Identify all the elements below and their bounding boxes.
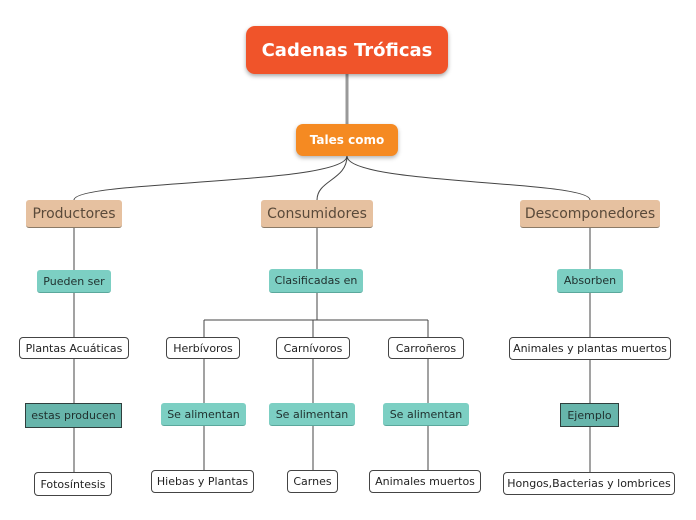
carnivoros-link[interactable]: Se alimentan [269, 403, 355, 426]
tales-como-node[interactable]: Tales como [296, 124, 398, 156]
carnivoros-node[interactable]: Carnívoros [276, 337, 350, 359]
consumidores-node[interactable]: Consumidores [261, 200, 373, 228]
pueden-ser-link[interactable]: Pueden ser [37, 270, 111, 293]
plantas-acuaticas-node[interactable]: Plantas Acuáticas [19, 337, 129, 359]
productores-node[interactable]: Productores [26, 200, 122, 228]
absorben-link[interactable]: Absorben [557, 269, 623, 293]
ejemplo-link[interactable]: Ejemplo [560, 403, 619, 427]
herbivoros-node[interactable]: Herbívoros [166, 337, 240, 359]
herbivoros-link[interactable]: Se alimentan [161, 403, 246, 426]
estas-producen-link[interactable]: estas producen [25, 403, 122, 428]
hierbas-plantas-node[interactable]: Hiebas y Plantas [151, 470, 254, 493]
animales-muertos-node[interactable]: Animales muertos [369, 470, 481, 493]
fotosintesis-node[interactable]: Fotosíntesis [34, 472, 112, 496]
clasificadas-en-link[interactable]: Clasificadas en [269, 269, 363, 293]
carroneros-link[interactable]: Se alimentan [383, 403, 469, 426]
carroneros-node[interactable]: Carroñeros [388, 337, 464, 359]
animales-plantas-muertos-node[interactable]: Animales y plantas muertos [509, 337, 671, 360]
hongos-bacterias-node[interactable]: Hongos,Bacterias y lombrices [503, 472, 675, 495]
carnes-node[interactable]: Carnes [287, 470, 338, 493]
descomponedores-node[interactable]: Descomponedores [520, 200, 660, 228]
root-node[interactable]: Cadenas Tróficas [246, 26, 448, 74]
